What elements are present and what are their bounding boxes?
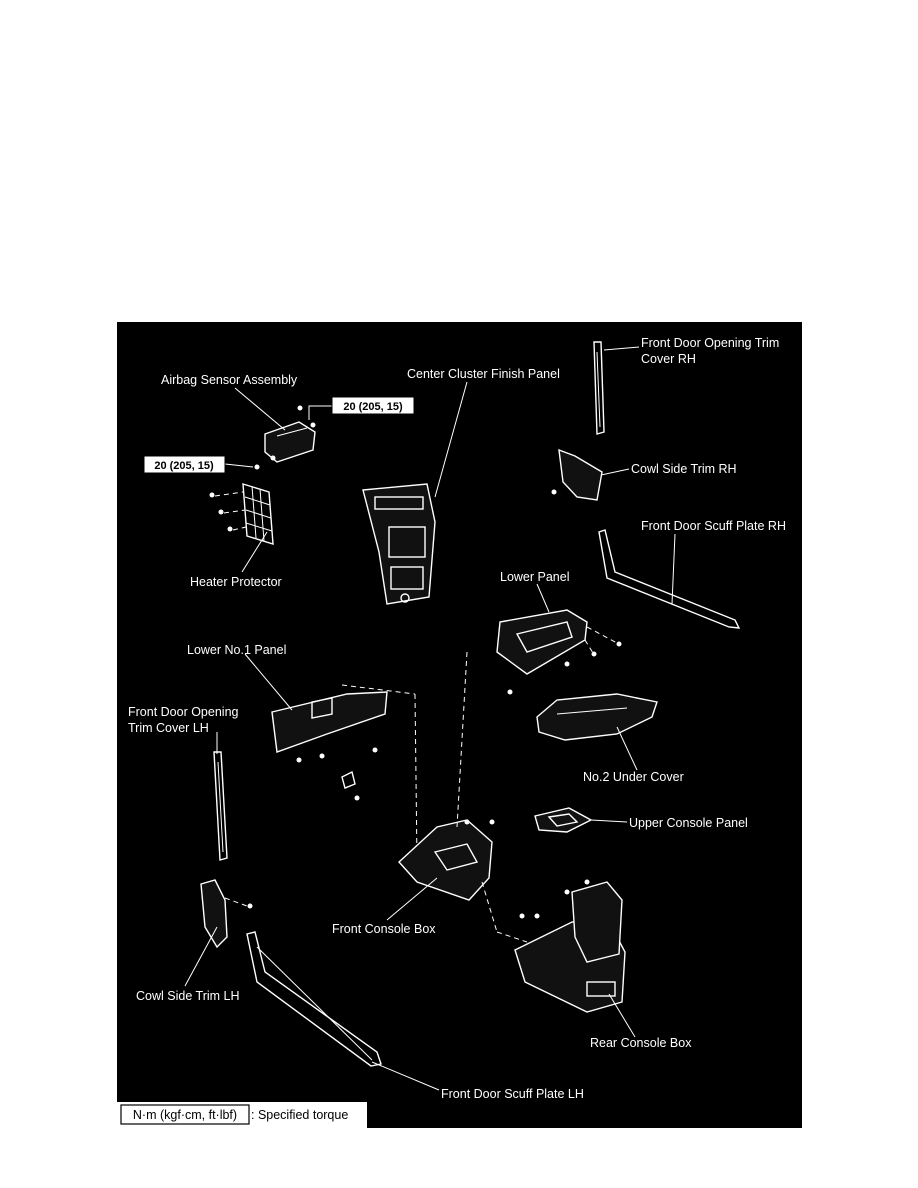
torque-box-lower: 20 (205, 15) [143,455,226,474]
heater-protector-part [209,483,274,545]
label-heater-protector: Heater Protector [190,575,282,589]
upper-console-panel-part [534,807,593,833]
label-front-door-opening-trim-cover-rh-1: Front Door Opening Trim [641,336,779,350]
svg-text:20 (205, 15): 20 (205, 15) [343,401,403,413]
legend-unit-box: N·m (kgf·cm, ft·lbf) [133,1108,237,1122]
leader-lines [184,346,676,1091]
front-console-box-part [398,651,495,901]
label-no2-under-cover: No.2 Under Cover [583,770,684,784]
label-front-console-box: Front Console Box [332,922,436,936]
lower-no1-panel-part [271,684,418,863]
center-cluster-finish-panel-part [362,483,436,605]
label-front-door-opening-trim-cover-lh-1: Front Door Opening [128,705,239,719]
front-door-scuff-plate-rh-part [598,529,741,629]
front-door-opening-trim-cover-lh-part [213,751,228,861]
label-airbag-sensor-assembly: Airbag Sensor Assembly [161,373,298,387]
torque-box-upper: 20 (205, 15) [331,396,415,415]
label-center-cluster-finish-panel: Center Cluster Finish Panel [407,367,560,381]
front-door-scuff-plate-lh-part [246,931,382,1067]
label-cowl-side-trim-rh: Cowl Side Trim RH [631,462,737,476]
svg-text:20 (205, 15): 20 (205, 15) [154,460,214,472]
label-lower-panel: Lower Panel [500,570,570,584]
cowl-side-trim-rh-part [551,448,603,501]
label-front-door-scuff-plate-rh: Front Door Scuff Plate RH [641,519,786,533]
label-front-door-opening-trim-cover-rh-2: Cover RH [641,352,696,366]
label-upper-console-panel: Upper Console Panel [629,816,748,830]
exploded-parts-diagram: 20 (205, 15) 20 (205, 15) Front Door Ope… [117,322,802,1128]
label-cowl-side-trim-lh: Cowl Side Trim LH [136,989,240,1003]
label-lower-no1-panel: Lower No.1 Panel [187,643,286,657]
rear-console-box-part [481,879,626,1013]
no2-under-cover-part [536,693,658,741]
label-rear-console-box: Rear Console Box [590,1036,692,1050]
lower-panel-part [496,609,622,695]
label-front-door-opening-trim-cover-lh-2: Trim Cover LH [128,721,209,735]
airbag-sensor-assembly-part [254,405,316,470]
label-front-door-scuff-plate-lh: Front Door Scuff Plate LH [441,1087,584,1101]
front-door-opening-trim-cover-rh-part [593,341,605,435]
legend: N·m (kgf·cm, ft·lbf) : Specified torque [117,1102,367,1128]
legend-description: : Specified torque [251,1108,348,1122]
cowl-side-trim-lh-part [200,879,253,949]
